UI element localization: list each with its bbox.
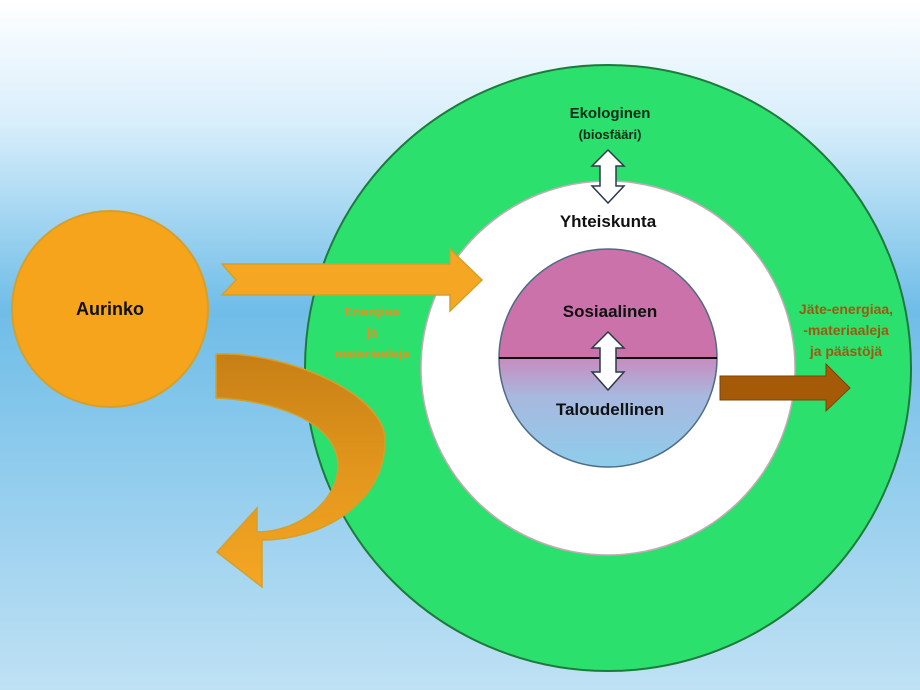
social-label: Sosiaalinen [563, 302, 657, 321]
sun-label: Aurinko [76, 299, 144, 319]
inputs-line1: Energiaa [345, 304, 401, 319]
outputs-line3: ja päästöjä [809, 343, 883, 359]
outputs-line1: Jäte-energiaa, [799, 301, 893, 317]
society-label: Yhteiskunta [560, 212, 657, 231]
social-economic-double-arrow [590, 330, 626, 392]
input-arrow [220, 247, 484, 313]
inputs-line2: ja [366, 325, 379, 340]
inputs-line3: materiaaleja [334, 346, 410, 361]
sun-circle [11, 210, 209, 408]
economic-label: Taloudellinen [556, 400, 664, 419]
eco-society-double-arrow [590, 148, 626, 205]
waste-output-arrow [719, 362, 851, 413]
ecological-title: Ekologinen [570, 105, 651, 122]
outputs-line2: -materiaaleja [803, 322, 889, 338]
curved-return-arrow [215, 353, 386, 589]
ecological-subtitle: (biosfääri) [579, 127, 642, 142]
